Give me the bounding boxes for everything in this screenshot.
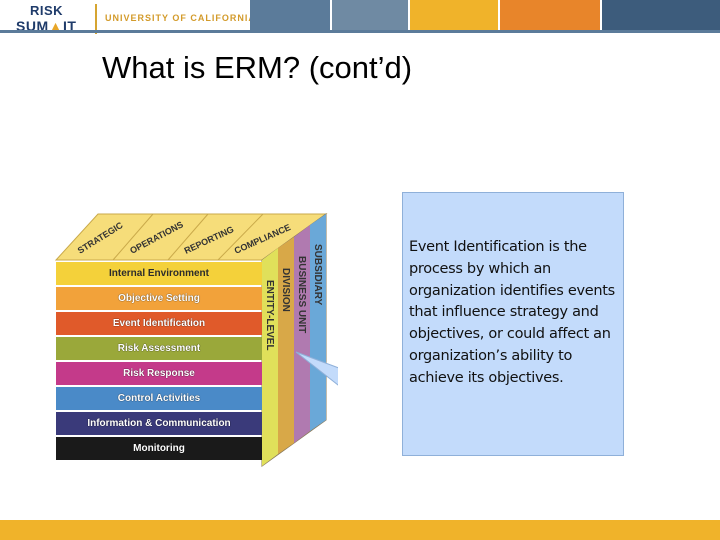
cube-row-label: Internal Environment — [108, 268, 209, 279]
coso-erm-cube: STRATEGIC OPERATIONS REPORTING COMPLIANC… — [48, 210, 338, 470]
side-label: SUBSIDIARY — [312, 244, 323, 306]
header-color-block — [332, 0, 408, 30]
cube-side-strip — [278, 237, 294, 454]
cube-row-label: Monitoring — [133, 443, 185, 454]
side-label: BUSINESS UNIT — [296, 256, 307, 333]
cube-row: Risk Assessment — [56, 337, 262, 360]
logo-line1: RISK — [30, 3, 64, 18]
cube-row-label: Risk Response — [123, 368, 195, 379]
header-color-block — [500, 0, 600, 30]
header-color-block — [602, 0, 720, 30]
header-color-block — [250, 0, 330, 30]
header-separator — [95, 4, 97, 34]
cube-side-strip — [294, 225, 310, 443]
cube-row: Event Identification — [56, 312, 262, 335]
cube-row: Monitoring — [56, 437, 262, 460]
cube-row-label: Control Activities — [117, 393, 201, 404]
university-name: UNIVERSITY OF CALIFORNIA — [105, 13, 256, 23]
callout-text: Event Identification is the process by w… — [409, 239, 615, 386]
header-rule — [0, 30, 720, 33]
cube-side-strip — [310, 214, 326, 431]
callout-pointer — [295, 351, 338, 386]
cube-row: Control Activities — [56, 387, 262, 410]
cube-row: Internal Environment — [56, 262, 262, 285]
risk-summit-logo: RISK SUM▲IT — [12, 3, 82, 34]
cube-row-label: Risk Assessment — [117, 343, 201, 354]
cube-row-label: Objective Setting — [118, 293, 200, 304]
cube-row: Risk Response — [56, 362, 262, 385]
header-color-block — [410, 0, 498, 30]
callout-box — [402, 192, 624, 456]
slide-header: RISK SUM▲IT UNIVERSITY OF CALIFORNIA — [0, 0, 720, 36]
side-label: DIVISION — [280, 268, 291, 312]
cube-row: Objective Setting — [56, 287, 262, 310]
cube-graphic: STRATEGIC OPERATIONS REPORTING COMPLIANC… — [54, 213, 338, 467]
cube-row-label: Event Identification — [112, 318, 206, 329]
footer-bar — [0, 520, 720, 540]
slide-title: What is ERM? (cont’d) — [102, 50, 413, 85]
side-label: ENTITY-LEVEL — [264, 280, 275, 351]
cube-row: Information & Communication — [56, 412, 262, 435]
cube-row-label: Information & Communication — [87, 418, 231, 429]
cube-side-strip — [262, 248, 278, 466]
